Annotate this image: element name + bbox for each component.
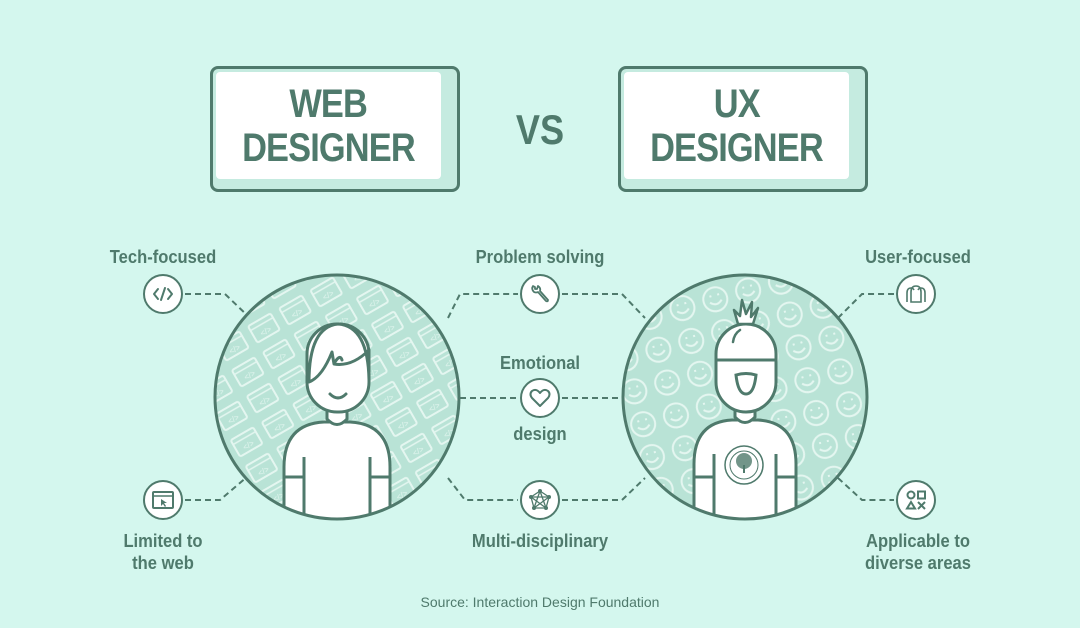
applicable-diverse-label-line2: diverse areas — [865, 553, 971, 573]
tech-focused-badge — [143, 274, 183, 314]
ux-designer-title-line1: UX — [713, 81, 760, 126]
shapes-icon — [905, 490, 926, 510]
source-caption: Source: Interaction Design Foundation — [420, 594, 660, 610]
applicable-diverse-label: Applicable to diverse areas — [855, 530, 980, 574]
limited-web-label-line2: the web — [132, 553, 194, 573]
user-focused-badge — [896, 274, 936, 314]
vs-label: VS — [515, 106, 565, 153]
design-label: design — [513, 424, 567, 444]
web-designer-title-box: WEB DESIGNER — [210, 66, 460, 192]
network-icon — [529, 489, 551, 510]
applicable-diverse-label-line1: Applicable to — [866, 531, 970, 551]
tech-focused-label: Tech-focused — [109, 247, 217, 267]
ux-designer-title-box: UX DESIGNER — [618, 66, 868, 192]
applicable-diverse-badge — [896, 480, 936, 520]
problem-solving-badge — [520, 274, 560, 314]
ux-designer-title-line2: DESIGNER — [650, 125, 824, 170]
web-designer-illustration: </> — [213, 273, 461, 521]
limited-web-label-line1: Limited to — [123, 531, 203, 551]
problem-solving-label: Problem solving — [475, 247, 605, 267]
browser-cursor-icon — [152, 491, 174, 509]
wrench-icon — [531, 285, 549, 303]
emotional-label: Emotional — [499, 353, 581, 373]
limited-web-badge — [143, 480, 183, 520]
web-designer-title-line1: WEB — [289, 81, 369, 126]
heart-icon — [529, 388, 551, 407]
multi-disciplinary-badge — [520, 480, 560, 520]
multi-disciplinary-label: Multi-disciplinary — [471, 531, 609, 551]
emotional-design-badge — [520, 378, 560, 418]
ux-designer-illustration — [621, 273, 869, 521]
web-designer-title-line2: DESIGNER — [242, 125, 416, 170]
user-focused-label: User-focused — [865, 247, 971, 267]
limited-web-label: Limited to the web — [105, 530, 221, 574]
code-icon — [153, 287, 173, 301]
users-icon — [906, 285, 926, 303]
